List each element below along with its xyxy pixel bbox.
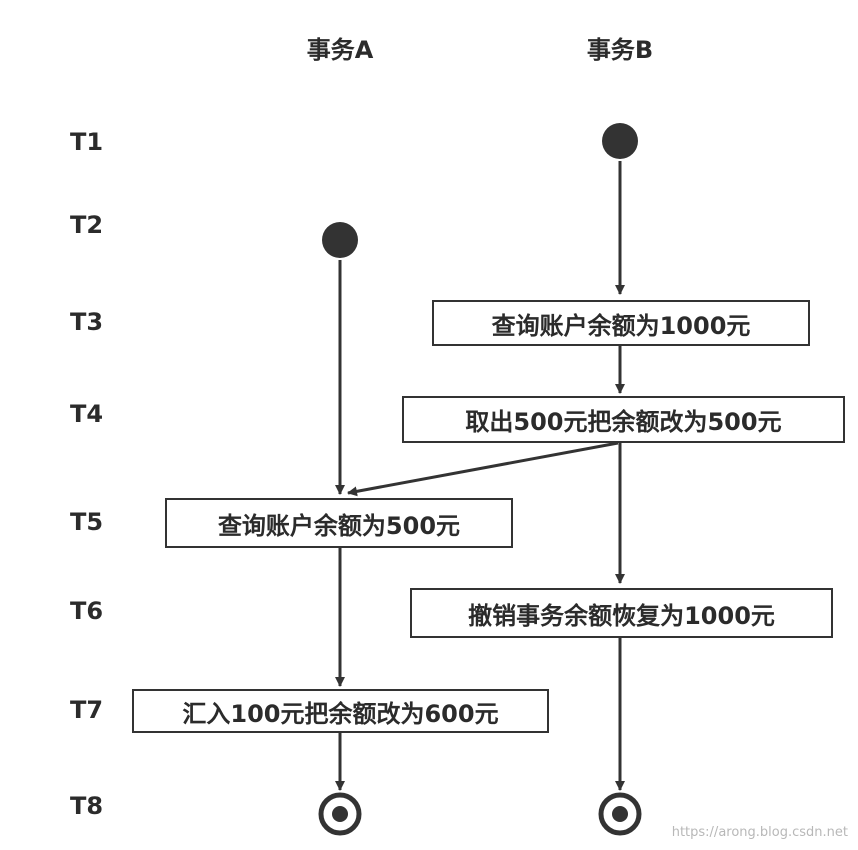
- time-label-t4: T4: [70, 400, 104, 428]
- a-end-node-inner: [332, 806, 348, 822]
- step-b-query-balance: 查询账户余额为1000元: [432, 300, 810, 346]
- time-label-t5: T5: [70, 508, 104, 536]
- step-a-query-balance: 查询账户余额为500元: [165, 498, 513, 548]
- time-label-t1: T1: [70, 128, 104, 156]
- time-label-t3: T3: [70, 308, 104, 336]
- a-start-node: [322, 222, 358, 258]
- column-header-transaction-a: 事务A: [306, 36, 374, 64]
- step-b-rollback: 撤销事务余额恢复为1000元: [410, 588, 833, 638]
- time-label-t2: T2: [70, 211, 104, 239]
- time-label-t8: T8: [70, 792, 104, 820]
- b-end-node-inner: [612, 806, 628, 822]
- b-start-node: [602, 123, 638, 159]
- time-label-t7: T7: [70, 696, 104, 724]
- column-header-transaction-b: 事务B: [586, 36, 654, 64]
- step-a-deposit: 汇入100元把余额改为600元: [132, 689, 549, 733]
- step-b-withdraw: 取出500元把余额改为500元: [402, 396, 845, 443]
- watermark-text: https://arong.blog.csdn.net: [671, 825, 848, 840]
- cross-arrow-b-withdraw-to-a-query: [347, 441, 619, 497]
- time-label-t6: T6: [70, 597, 104, 625]
